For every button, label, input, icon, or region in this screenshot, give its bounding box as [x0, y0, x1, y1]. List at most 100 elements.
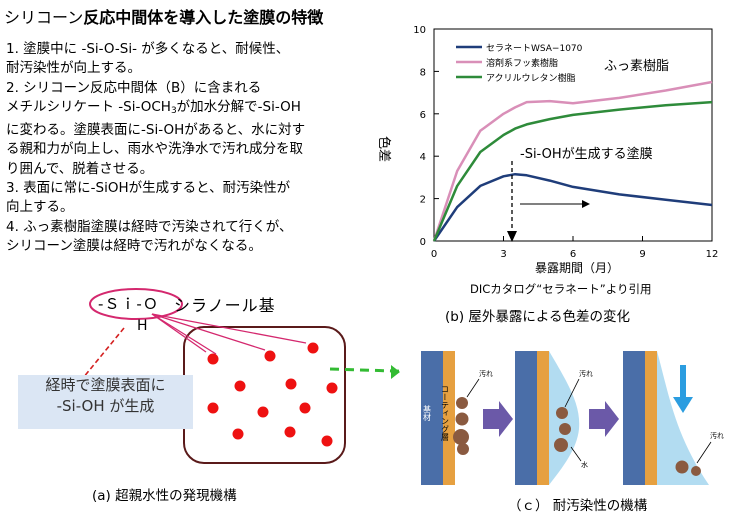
step-arrow-1: [483, 401, 513, 437]
chart-lines: [432, 80, 713, 242]
dirt-particle: [559, 423, 571, 435]
y-tick-label: 8: [420, 67, 426, 78]
point-2-line-3: に変わる。塗膜表面に-Si-OHがあると、水に対す: [6, 122, 306, 139]
point-3-line-1: 3. 表面に常に-SiOHが生成すると、耐汚染性が: [6, 180, 291, 197]
point-2-line-2-post: が加水分解で-Si-OH: [176, 98, 301, 115]
annotation-marker-arrowhead: [507, 231, 517, 242]
caption-a: (a) 超親水性の発現機構: [92, 488, 237, 504]
dirt-particle: [691, 466, 701, 476]
panel-3: 汚れ: [623, 351, 724, 485]
dirt-label-leader: [696, 441, 712, 464]
dirt-label-leader: [466, 378, 480, 398]
substrate-layer-2: [515, 351, 537, 485]
dirt-particle: [453, 429, 469, 445]
y-tick-label: 10: [413, 25, 426, 36]
series-line-3: [432, 100, 713, 242]
silanol-dot: [257, 406, 269, 418]
substrate-layer-3: [623, 351, 645, 485]
series-line-1: [432, 172, 713, 242]
x-tick-label: 0: [431, 249, 437, 260]
dirt-label-1: 汚れ: [479, 370, 493, 378]
point-2-line-2-pre: メチルシリケート -Si-OCH: [6, 98, 171, 115]
silanol-dot: [207, 353, 219, 365]
coating-layer-1: [443, 351, 455, 485]
substrate-layer-1: [421, 351, 443, 485]
rain-arrowhead: [673, 397, 693, 413]
y-tick-label: 0: [420, 237, 426, 248]
silanol-dot: [284, 426, 296, 438]
silanol-pointer-arrow: [151, 313, 217, 355]
dashed-connector: [82, 327, 125, 379]
panel-1: 基材 コーティング層 汚れ: [421, 351, 493, 485]
silanol-dot: [264, 350, 276, 362]
surface-note-box: 経時で塗膜表面に -Si-OH が生成: [18, 375, 193, 429]
coating-surface-box: [183, 326, 346, 464]
silanol-pointer-arrow: [151, 313, 307, 344]
point-3-line-2: 向上する。: [6, 199, 74, 216]
dirt-particle: [675, 460, 689, 474]
step-arrow-2: [589, 401, 619, 437]
silanol-dots: [207, 342, 338, 447]
panel-2: 汚れ 水: [515, 351, 593, 485]
x-axis-label: 暴露期間（月）: [535, 261, 619, 275]
silanol-dot: [232, 428, 244, 440]
hydrophilic-mechanism-diagram: [82, 288, 400, 464]
point-2-line-2: メチルシリケート -Si-OCH3が加水分解で-Si-OH: [6, 98, 398, 121]
green-arrowhead: [391, 365, 400, 379]
x-tick-label: 6: [570, 249, 576, 260]
y-axis-label: 色差: [378, 136, 392, 162]
annotation-sioh: -Si-OHが生成する塗膜: [520, 146, 653, 162]
annotation-fluoro: ふっ素樹脂: [604, 59, 669, 74]
feature-points: 1. 塗膜中に -Si-O-Si- が多くなると、耐候性、 耐汚染性が向上する。…: [6, 40, 398, 256]
caption-b: (b) 屋外暴露による色差の変化: [445, 309, 630, 325]
sio-highlight-ellipse: [89, 288, 183, 320]
silanol-dot: [326, 382, 338, 394]
series-line-2: [432, 80, 713, 242]
sio-formula: -Ｓｉ-Ｏ: [98, 295, 159, 313]
point-4-line-2: シリコーン塗膜は経時で汚れがなくなる。: [6, 237, 262, 254]
coating-layer-2: [537, 351, 549, 485]
plot-frame: [433, 28, 713, 242]
page-title: シリコーン反応中間体を導入した塗膜の特徴: [4, 4, 323, 28]
point-2-line-5: り囲んで、脱着させる。: [6, 160, 154, 177]
stain-resistance-diagram: 基材 コーティング層 汚れ 汚れ 水 汚れ: [413, 345, 730, 495]
water-label-leader: [570, 446, 582, 462]
dirt-label-3: 汚れ: [710, 432, 724, 440]
title-part1: シリコーン: [4, 8, 84, 27]
point-2-line-1: 2. シリコーン反応中間体（B）に含まれる: [6, 79, 262, 96]
silanol-dot: [234, 380, 246, 392]
x-tick-label: 12: [706, 249, 719, 260]
silanol-dot: [299, 402, 311, 414]
dirt-particle: [457, 443, 469, 455]
trend-arrowhead: [582, 200, 590, 208]
dirt-label-leader: [564, 378, 580, 408]
substrate-label: 基材: [423, 404, 432, 421]
silanol-pointer-arrows: [151, 313, 307, 355]
point-1-line-2: 耐汚染性が向上する。: [6, 60, 141, 77]
silanol-dot: [307, 342, 319, 354]
point-2-subscript: 3: [170, 105, 177, 116]
silanol-dot: [207, 402, 219, 414]
dirt-particle: [554, 438, 568, 452]
dirt-particle: [455, 412, 469, 426]
dirt-label-2: 汚れ: [579, 370, 593, 378]
silanol-label: シラノール基: [174, 296, 276, 315]
coating-layer-3: [645, 351, 657, 485]
title-part2: 反応中間体を導入した塗膜の特徴: [83, 8, 324, 27]
legend-label-series-2: 溶剤系フッ素樹脂: [486, 57, 558, 69]
legend-label-series-3: アクリルウレタン樹脂: [486, 72, 576, 84]
y-tick-label: 4: [420, 152, 426, 163]
y-tick-label: 2: [420, 195, 426, 206]
chart-legend: セラネートWSA−1070 溶剤系フッ素樹脂 アクリルウレタン樹脂: [456, 43, 583, 84]
rain-arrow-shaft: [680, 365, 686, 401]
dirt-particle: [456, 397, 468, 409]
dirt-particle: [556, 407, 568, 419]
x-tick-label: 3: [500, 249, 506, 260]
silanol-pointer-arrow: [151, 313, 266, 351]
water-flow: [657, 351, 709, 485]
x-tick-label: 9: [639, 249, 645, 260]
green-dashed-arrow: [329, 367, 400, 373]
point-2-line-4: る親和力が向上し、雨水や洗浄水で汚れ成分を取: [6, 141, 303, 158]
